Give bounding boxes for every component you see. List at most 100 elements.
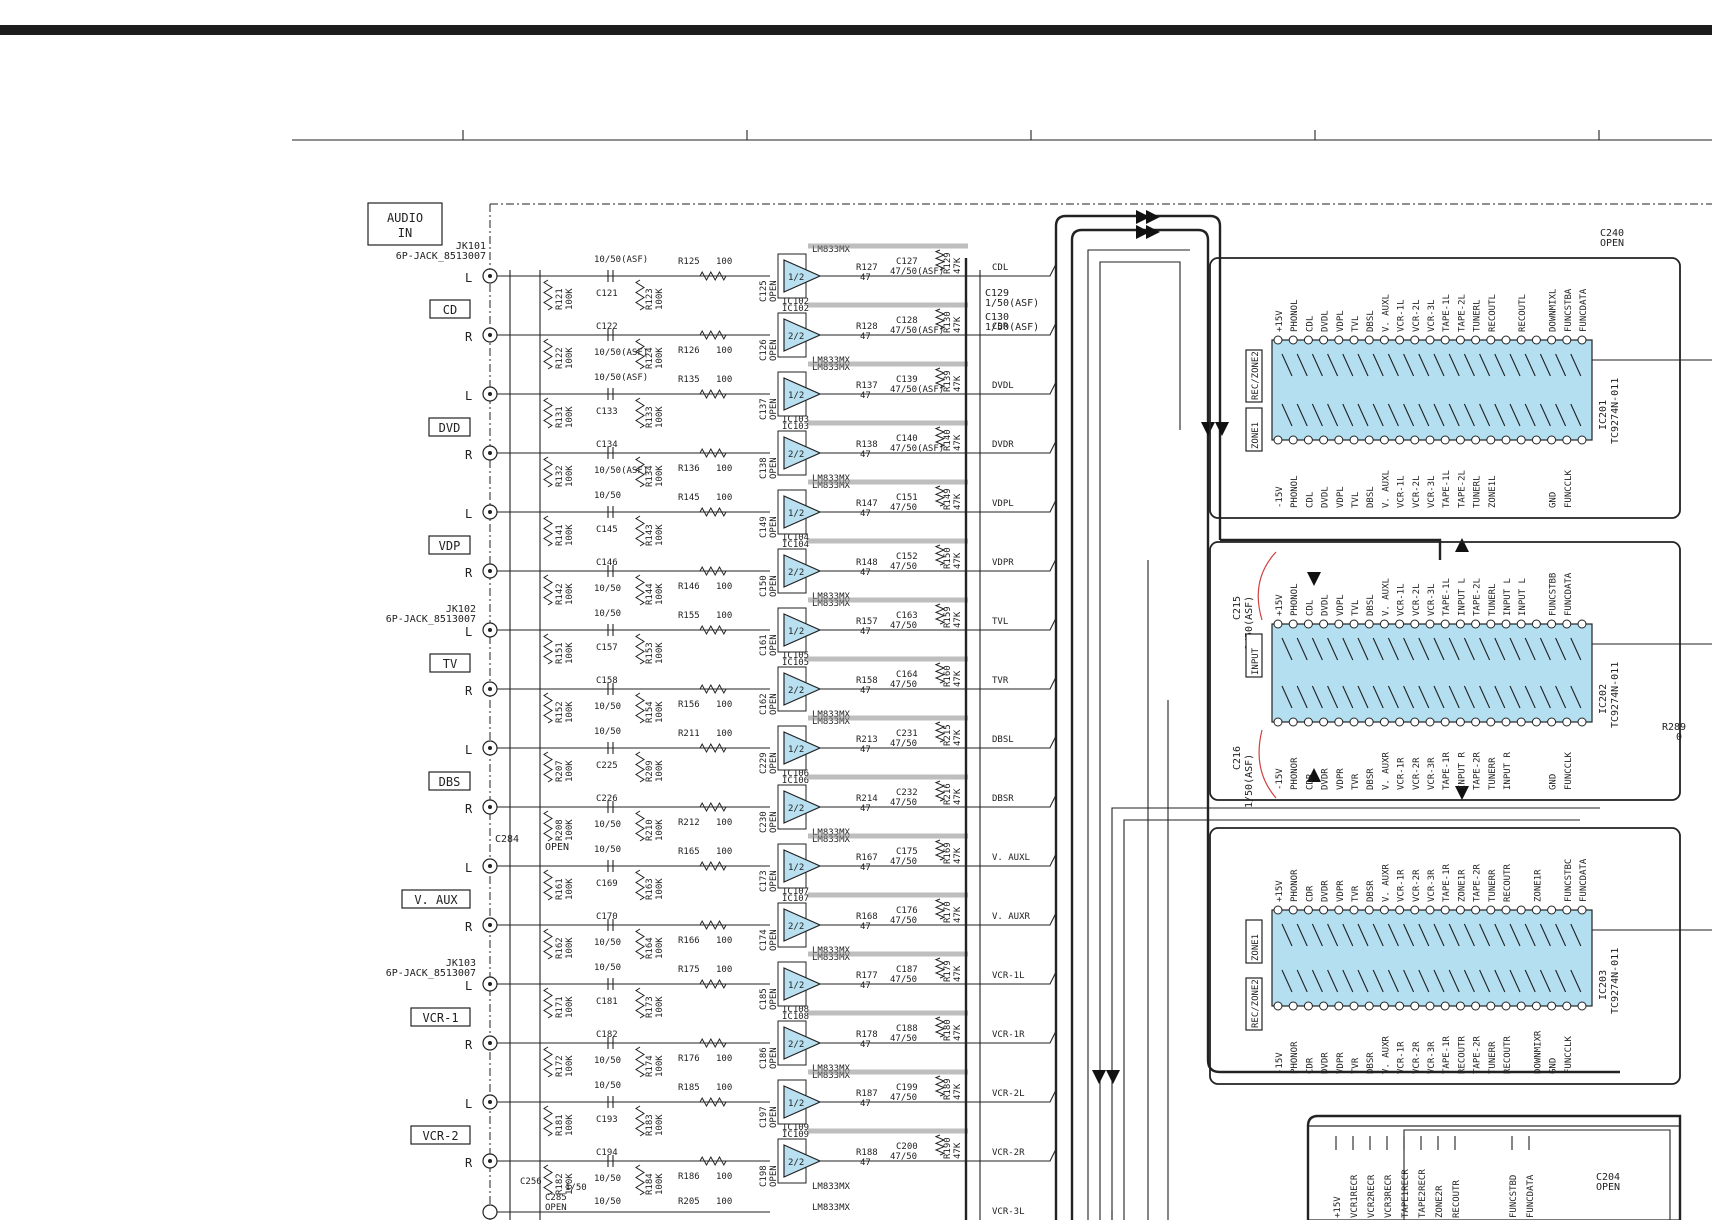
audio-in-block: AUDIO IN — [367, 202, 443, 246]
switch-line — [1311, 353, 1323, 377]
switch-line — [1357, 403, 1369, 427]
selector-frame — [1209, 541, 1681, 801]
channel-side-label: L — [465, 271, 472, 285]
selector-bottom-pin: TVR — [1351, 773, 1361, 790]
pin-icon — [1577, 335, 1587, 345]
open-cap-value: OPEN — [769, 1047, 779, 1069]
selector-top-pin: TAPE-1L — [1442, 294, 1452, 332]
selector-bottom-pin: RECOUTR — [1503, 1035, 1513, 1074]
selector-top-pin: INPUT L — [1457, 578, 1467, 616]
switch-line — [1418, 403, 1430, 427]
output-cap-ref: C175 — [896, 847, 918, 857]
jack-center-icon — [488, 982, 492, 986]
mode-label: ZONE1 — [1251, 422, 1261, 449]
opamp-part: LM833MX — [812, 1071, 851, 1081]
switch-line — [1281, 969, 1293, 993]
switch-line — [1296, 923, 1308, 947]
series-resistor-ref: R166 — [678, 936, 700, 946]
selector-ref: IC201 — [1598, 400, 1609, 430]
resistor-symbol — [543, 1046, 553, 1078]
selector-top-pin: V. AUXL — [1381, 294, 1391, 332]
coupling-cap-ref: C157 — [596, 643, 618, 653]
switch-line — [1570, 923, 1582, 947]
selector-bottom-pin: TVR — [1351, 1057, 1361, 1074]
pin-icon — [1303, 335, 1313, 345]
input-resistor-value: 100K — [565, 524, 575, 546]
switch-line — [1311, 969, 1323, 993]
cap-ref: C285 — [545, 1193, 567, 1203]
output-resistor-value: 47 — [860, 745, 871, 755]
pin-icon — [1440, 619, 1450, 629]
input-label-box — [410, 1007, 471, 1027]
bias-resistor-value: 100K — [655, 406, 665, 428]
pin-icon — [1410, 1001, 1420, 1011]
load-resistor-value: 47K — [953, 552, 963, 569]
open-cap-value: OPEN — [769, 1106, 779, 1128]
switch-line — [1524, 353, 1536, 377]
load-resistor-ref: R160 — [943, 665, 953, 687]
switch-line — [1327, 403, 1339, 427]
selector-top-pin: VDPL — [1336, 594, 1346, 616]
bias-resistor-value: 100K — [655, 996, 665, 1018]
switch-line — [1494, 403, 1506, 427]
output-cap-ref: C128 — [896, 316, 918, 326]
misc-labels: C240 OPEN R289 0 C204 OPEN C284 OPEN C12… — [495, 228, 1686, 1193]
selector-top-pin: CDL — [1305, 600, 1315, 616]
switch-line — [1524, 685, 1536, 709]
pin-icon — [1501, 335, 1511, 345]
switch-line — [1372, 923, 1384, 947]
selector-ref: IC203 — [1598, 970, 1609, 1000]
resistor-symbol — [934, 839, 946, 861]
pin-icon — [1303, 717, 1313, 727]
output-resistor-value: 47 — [860, 1158, 871, 1168]
pin-icon — [1395, 905, 1405, 915]
resistor-symbol — [635, 279, 645, 311]
audio-in-title: AUDIO — [387, 211, 423, 225]
input-resistor-value: 100K — [565, 996, 575, 1018]
pin-icon — [1425, 619, 1435, 629]
input-label-text: DBS — [439, 775, 461, 789]
coupling-cap-value: 10/50(ASF) — [594, 348, 648, 358]
input-label-text: VCR-1 — [422, 1011, 458, 1025]
opamp-half: 2/2 — [788, 804, 804, 814]
selector-bottom-pin: DVDL — [1321, 486, 1331, 508]
coupling-cap-value: 10/50 — [594, 702, 621, 712]
switch-line — [1448, 969, 1460, 993]
pin-icon — [1471, 435, 1481, 445]
net-label: VCR-2L — [992, 1089, 1025, 1099]
resistor-symbol — [635, 1046, 645, 1078]
open-cap-value: OPEN — [769, 339, 779, 361]
resistor-symbol — [635, 987, 645, 1019]
resistor-symbol — [635, 397, 645, 429]
open-cap-ref: C138 — [759, 457, 769, 479]
jack-center-icon — [488, 923, 492, 927]
switch-line — [1509, 637, 1521, 661]
switch-line — [1296, 403, 1308, 427]
series-resistor-value: 100 — [716, 582, 732, 592]
series-resistor-ref: R135 — [678, 375, 700, 385]
pin-icon — [1364, 335, 1374, 345]
input-resistor-value: 100K — [565, 1173, 575, 1195]
output-cap-value: 47/50 — [890, 562, 917, 572]
switch-line — [1296, 637, 1308, 661]
load-resistor-value: 47K — [953, 965, 963, 982]
pin-icon — [1547, 435, 1557, 445]
series-resistor-value: 100 — [716, 1172, 732, 1182]
selector-bottom-pin: VCR-2R — [1412, 757, 1422, 790]
switch-line — [1327, 353, 1339, 377]
connector-label: VCR3RECR — [1384, 1174, 1394, 1218]
switch-line — [1418, 923, 1430, 947]
selector-bottom-pin: VCR-2R — [1412, 1041, 1422, 1074]
opamp-half: 1/2 — [788, 745, 804, 755]
switch-line — [1509, 353, 1521, 377]
pin-icon — [1486, 435, 1496, 445]
switch-line — [1418, 637, 1430, 661]
pin-icon — [1486, 335, 1496, 345]
output-resistor-ref: R147 — [856, 499, 878, 509]
pin-icon — [1562, 717, 1572, 727]
series-resistor-value: 100 — [716, 936, 732, 946]
